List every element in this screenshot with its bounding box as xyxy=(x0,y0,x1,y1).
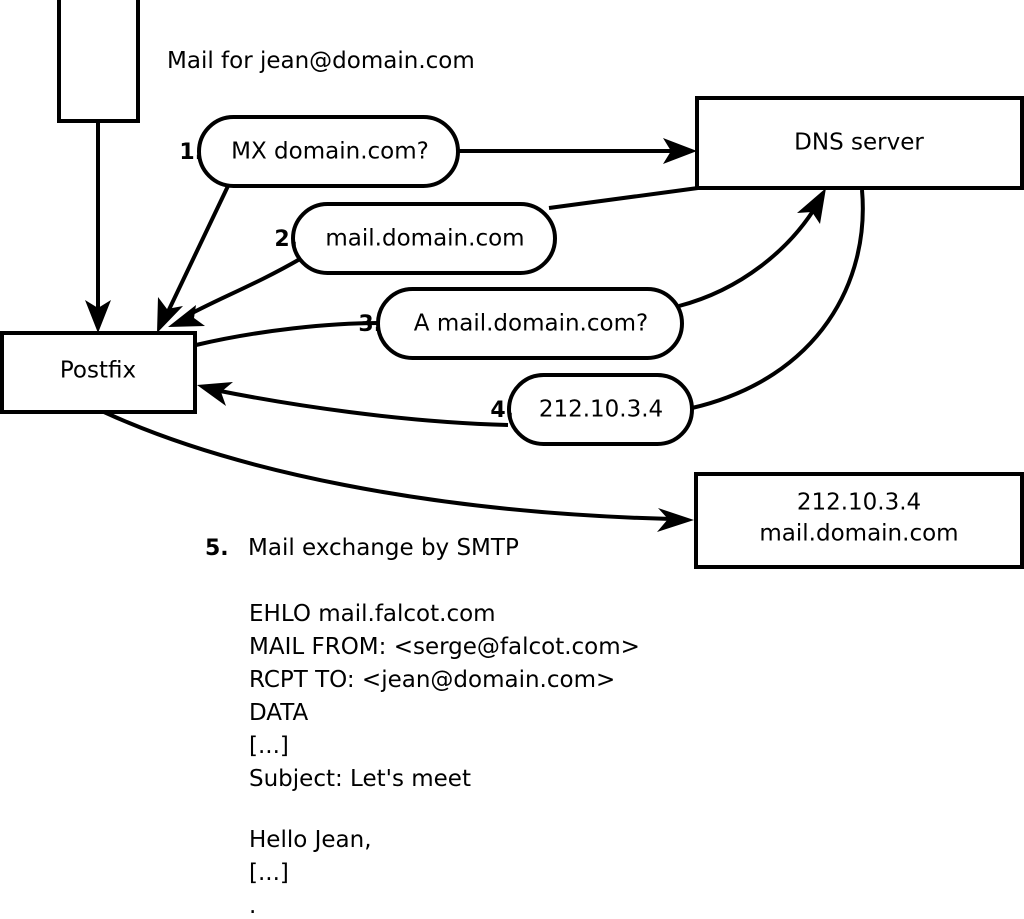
transcript-line: . xyxy=(249,893,256,919)
step-number-4: 4. xyxy=(490,398,514,423)
step-number-2: 2. xyxy=(274,227,298,252)
step-number-3: 3. xyxy=(358,312,382,337)
node-mail-client[interactable] xyxy=(57,0,140,123)
transcript-line: DATA xyxy=(249,700,309,726)
mail-for-label: Mail for jean@domain.com xyxy=(167,48,475,74)
step-bubble-2[interactable]: mail.domain.com xyxy=(291,202,557,275)
step-bubble-4[interactable]: 212.10.3.4 xyxy=(507,373,694,446)
connector-step3-to-dns xyxy=(678,188,826,308)
step-bubble-2-label: mail.domain.com xyxy=(325,226,524,252)
transcript-line: EHLO mail.falcot.com xyxy=(249,601,496,627)
connector-postfix-to-step3 xyxy=(195,321,380,347)
connector-step2-to-postfix xyxy=(168,257,302,327)
transcript-line: RCPT TO: <jean@domain.com> xyxy=(249,667,615,693)
node-mail-host-hostname: mail.domain.com xyxy=(759,521,958,547)
node-mail-host[interactable]: 212.10.3.4 mail.domain.com xyxy=(694,472,1024,569)
step5-label: Mail exchange by SMTP xyxy=(248,535,519,561)
smtp-transcript: EHLO mail.falcot.com MAIL FROM: <serge@f… xyxy=(249,601,640,919)
connector-postfix-to-mailhost xyxy=(103,410,694,532)
step-bubble-4-label: 212.10.3.4 xyxy=(539,397,663,423)
node-dns-server-label: DNS server xyxy=(794,130,924,156)
step-number-1: 1. xyxy=(179,140,203,165)
step-bubble-3[interactable]: A mail.domain.com? xyxy=(376,287,684,360)
connector-dns-to-step4 xyxy=(691,189,865,410)
transcript-line: [...] xyxy=(249,860,289,886)
transcript-line: MAIL FROM: <serge@falcot.com> xyxy=(249,634,640,660)
step-bubble-1[interactable]: MX domain.com? xyxy=(197,115,460,188)
node-postfix[interactable]: Postfix xyxy=(0,331,197,414)
node-dns-server[interactable]: DNS server xyxy=(695,96,1024,190)
connector-step1-to-postfix xyxy=(157,185,230,333)
node-postfix-label: Postfix xyxy=(60,358,136,384)
connector-dns-to-step2 xyxy=(548,186,699,210)
step-bubble-1-label: MX domain.com? xyxy=(231,139,429,165)
transcript-line: Hello Jean, xyxy=(249,827,372,853)
transcript-line: [...] xyxy=(249,733,289,759)
node-mail-host-ip: 212.10.3.4 xyxy=(797,490,921,516)
step-bubble-3-label: A mail.domain.com? xyxy=(414,311,648,337)
step-number-5: 5. xyxy=(205,536,229,561)
connector-client-to-postfix xyxy=(85,121,111,333)
connector-step1-to-dns xyxy=(458,138,697,164)
transcript-line: Subject: Let's meet xyxy=(249,766,471,792)
connector-step4-to-postfix xyxy=(197,382,509,427)
